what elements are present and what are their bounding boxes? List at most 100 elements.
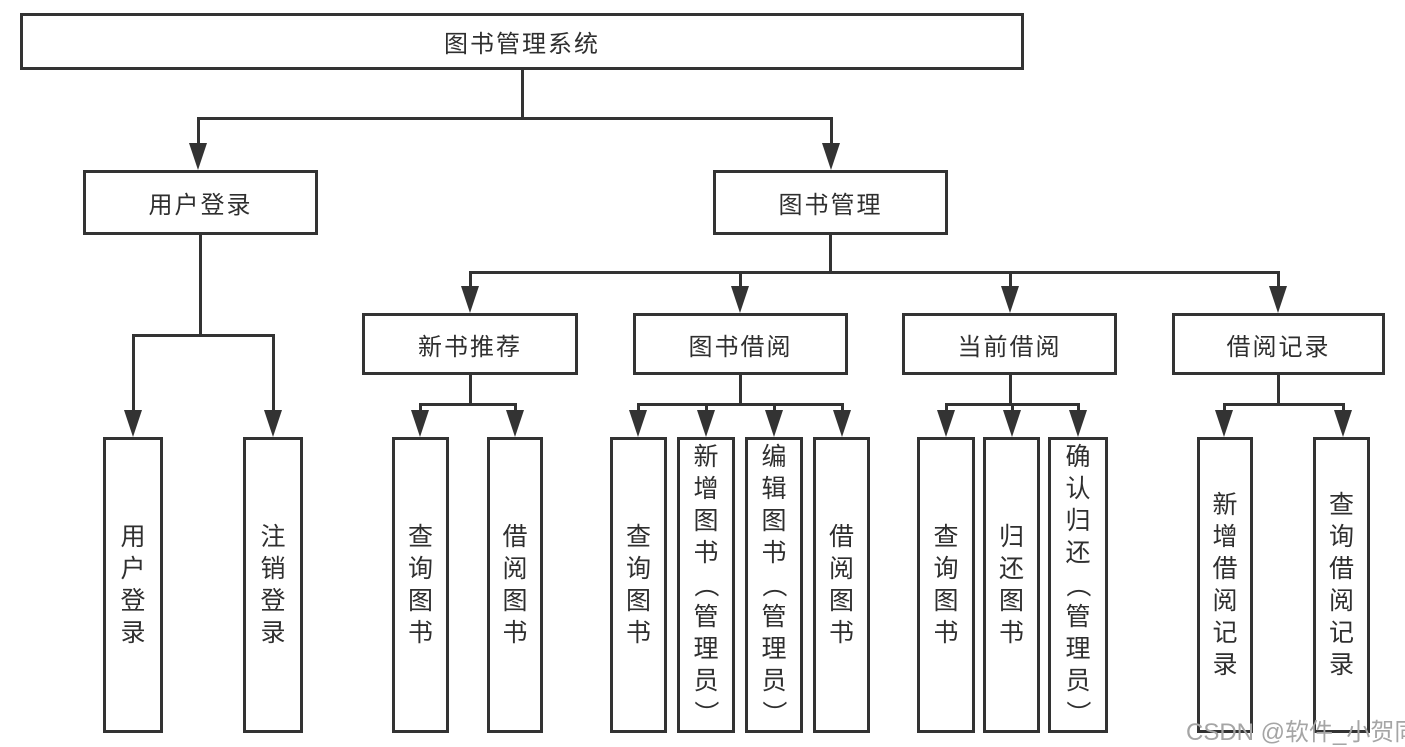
- node-label: 借阅记录: [1226, 333, 1331, 361]
- vertical-label-char: 录: [260, 619, 286, 647]
- connector-line: [469, 271, 472, 289]
- connector-line: [272, 334, 275, 413]
- vertical-label-char: 登: [120, 587, 146, 615]
- vertical-label-char: 询: [625, 555, 651, 583]
- connector-line: [521, 70, 524, 119]
- leaf-user-login: 用户登录: [103, 437, 163, 733]
- arrowhead-icon: [937, 410, 955, 437]
- connector-line: [1223, 403, 1226, 413]
- vertical-label-char: 理: [1065, 635, 1091, 663]
- connector-line: [830, 117, 833, 146]
- vertical-label-char: 记: [1328, 619, 1354, 647]
- leaf-add-borrow-record: 新增借阅记录: [1197, 437, 1253, 733]
- node-library-management-system: 图书管理系统: [20, 13, 1024, 70]
- vertical-label-char: （: [759, 572, 788, 598]
- connector-line: [739, 375, 742, 405]
- vertical-label-char: 注: [260, 523, 286, 551]
- leaf-query-books-borrowing: 查询图书: [610, 437, 667, 733]
- leaf-edit-books-admin: 编辑图书（管理员）: [745, 437, 803, 733]
- connector-line: [637, 403, 640, 413]
- connector-line: [841, 403, 844, 413]
- vertical-label-char: 书: [502, 619, 528, 647]
- vertical-label-char: 新: [1212, 491, 1238, 519]
- vertical-label-char: 询: [1328, 523, 1354, 551]
- vertical-label-char: 管: [761, 603, 787, 631]
- connector-line: [1011, 403, 1014, 413]
- leaf-add-books-admin: 新增图书（管理员）: [677, 437, 735, 733]
- connector-line: [419, 403, 422, 413]
- vertical-label-char: 记: [1212, 619, 1238, 647]
- vertical-label-char: 询: [933, 555, 959, 583]
- arrowhead-icon: [1003, 410, 1021, 437]
- vertical-label-char: 借: [828, 523, 854, 551]
- vertical-label-char: 书: [828, 619, 854, 647]
- node-borrowing-records: 借阅记录: [1172, 313, 1385, 375]
- vertical-label-char: 书: [998, 619, 1024, 647]
- vertical-label-char: 还: [998, 555, 1024, 583]
- vertical-label-char: 员: [693, 667, 719, 695]
- vertical-label-char: 图: [502, 587, 528, 615]
- vertical-label-char: 新: [693, 443, 719, 471]
- arrowhead-icon: [461, 286, 479, 313]
- vertical-label-char: ）: [1063, 700, 1092, 726]
- vertical-label-char: 图: [761, 507, 787, 535]
- vertical-label-char: 图: [625, 587, 651, 615]
- leaf-borrow-books: 借阅图书: [813, 437, 870, 733]
- connector-line: [132, 334, 135, 413]
- node-user-login: 用户登录: [83, 170, 318, 235]
- vertical-label-char: 书: [761, 539, 787, 567]
- vertical-label-char: 图: [828, 587, 854, 615]
- node-label: 当前借阅: [957, 333, 1062, 361]
- connector-line: [469, 271, 1280, 274]
- arrowhead-icon: [506, 410, 524, 437]
- connector-line: [199, 235, 202, 336]
- vertical-label-char: 增: [693, 475, 719, 503]
- vertical-label-char: 员: [1065, 667, 1091, 695]
- arrowhead-icon: [731, 286, 749, 313]
- connector-line: [1223, 403, 1345, 406]
- vertical-label-char: 归: [1065, 507, 1091, 535]
- vertical-label-char: 借: [502, 523, 528, 551]
- leaf-borrow-books-recommend: 借阅图书: [487, 437, 543, 733]
- arrowhead-icon: [833, 410, 851, 437]
- vertical-label-char: 理: [761, 635, 787, 663]
- vertical-label-char: ）: [759, 700, 788, 726]
- connector-line: [829, 235, 832, 274]
- node-label: 图书管理系统: [444, 31, 600, 58]
- vertical-label-char: 录: [1212, 651, 1238, 679]
- connector-line: [1277, 375, 1280, 405]
- vertical-label-char: 认: [1065, 475, 1091, 503]
- arrowhead-icon: [1001, 286, 1019, 313]
- connector-line: [705, 403, 708, 413]
- leaf-return-books: 归还图书: [983, 437, 1040, 733]
- vertical-label-char: 阅: [828, 555, 854, 583]
- vertical-label-char: 登: [260, 587, 286, 615]
- connector-line: [132, 334, 275, 337]
- arrowhead-icon: [124, 410, 142, 437]
- connector-line: [773, 403, 776, 413]
- vertical-label-char: 图: [407, 587, 433, 615]
- vertical-label-char: 书: [625, 619, 651, 647]
- node-label: 图书管理: [778, 192, 883, 219]
- vertical-label-char: 借: [1212, 555, 1238, 583]
- connector-line: [1009, 271, 1012, 289]
- vertical-label-char: 还: [1065, 539, 1091, 567]
- watermark: CSDN @软件_小贺同学: [1186, 719, 1405, 746]
- connector-line: [197, 117, 200, 146]
- arrowhead-icon: [189, 143, 207, 170]
- arrowhead-icon: [1334, 410, 1352, 437]
- connector-line: [514, 403, 517, 413]
- arrowhead-icon: [629, 410, 647, 437]
- vertical-label-char: 理: [693, 635, 719, 663]
- vertical-label-char: 录: [1328, 651, 1354, 679]
- vertical-label-char: 确: [1065, 443, 1091, 471]
- arrowhead-icon: [264, 410, 282, 437]
- vertical-label-char: 书: [693, 539, 719, 567]
- arrowhead-icon: [765, 410, 783, 437]
- vertical-label-char: 管: [1065, 603, 1091, 631]
- node-new-book-recommend: 新书推荐: [362, 313, 578, 375]
- connector-line: [469, 375, 472, 405]
- connector-line: [739, 271, 742, 289]
- vertical-label-char: 编: [761, 443, 787, 471]
